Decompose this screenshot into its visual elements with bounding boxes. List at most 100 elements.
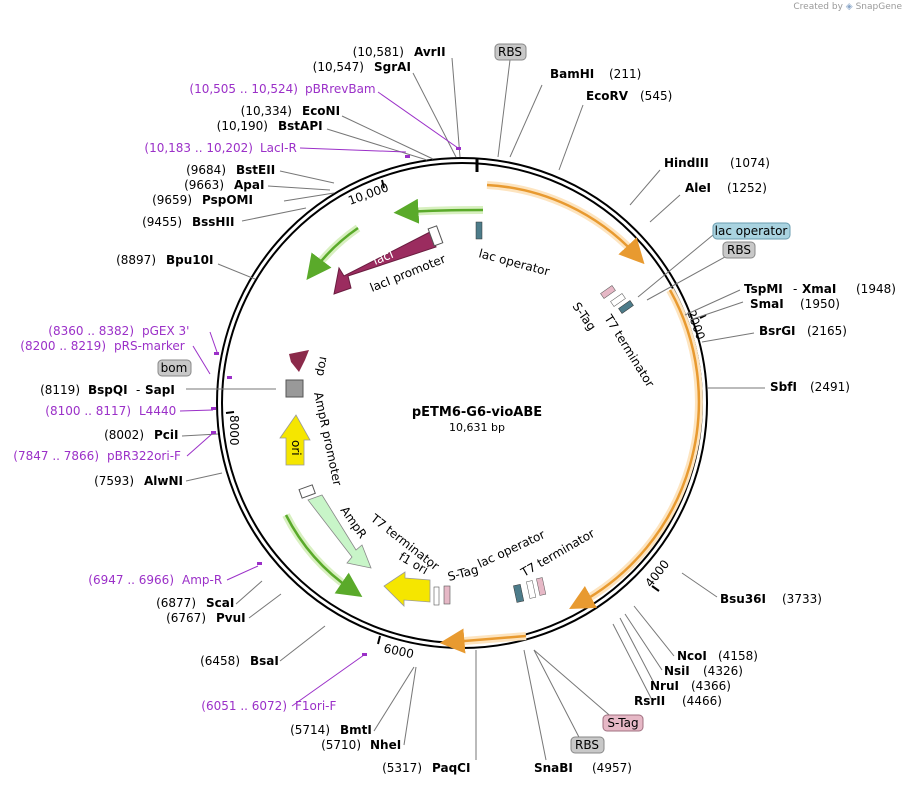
- lac-operator-top-label: lac operator: [477, 246, 551, 278]
- site-apai-pos: (9663): [184, 178, 224, 192]
- site-alei-pos: (1252): [727, 181, 767, 195]
- site-bsrgi-name: BsrGI: [759, 324, 796, 338]
- ori-arrow: [279, 414, 311, 466]
- site-snabi-name: SnaBI: [534, 761, 573, 775]
- site-pcii-name: PciI: [154, 428, 179, 442]
- site-bsu36i-name: Bsu36I: [720, 592, 766, 606]
- ampr-arrow: [307, 494, 372, 569]
- site-nrui-pos: (4366): [691, 679, 731, 693]
- site-ncoi-pos: (4158): [718, 649, 758, 663]
- site-scai-name: ScaI: [206, 596, 234, 610]
- orf-arc-left-green: [306, 226, 359, 280]
- site-paqci-name: PaqCI: [432, 761, 470, 775]
- site-bamhi-pos: (211): [609, 67, 641, 81]
- site-nrui-name: NruI: [650, 679, 679, 693]
- tick-mark-10000: [381, 179, 385, 189]
- site-bsshii-pos: (9455): [142, 215, 182, 229]
- primer-amp-r-range: (6947 .. 6966): [88, 573, 174, 587]
- site-tspmi-pos: (1948): [856, 282, 896, 296]
- site-alei-name: AleI: [685, 181, 711, 195]
- primer-prs-marker-name: pRS-marker: [114, 339, 185, 353]
- site-xmai-name: XmaI: [802, 282, 836, 296]
- site-bsu36i-pos: (3733): [782, 592, 822, 606]
- boxed-label-bom: bom: [157, 359, 192, 377]
- site-bsshii-name: BssHII: [192, 215, 234, 229]
- site-ncoi-name: NcoI: [677, 649, 707, 663]
- primer-prs-marker-range: (8200 .. 8219): [20, 339, 106, 353]
- site-bstapi-name: BstAPI: [278, 119, 323, 133]
- snapgene-logo: ◈: [845, 2, 853, 12]
- bom-label: bom: [161, 361, 188, 375]
- laci-promoter-box: [427, 225, 444, 247]
- site-pspomi-name: PspOMI: [202, 193, 253, 207]
- site-nhei-pos: (5710): [321, 738, 361, 752]
- lac-operator-right-label: lac operator: [715, 224, 788, 238]
- primer-pbr322ori-f-name: pBR322ori-F: [107, 449, 181, 463]
- primer-f1ori-f-name: F1ori-F: [295, 699, 336, 713]
- s-tag-mid-box: [443, 585, 451, 605]
- site-nsii-name: NsiI: [664, 664, 690, 678]
- site-bmti-name: BmtI: [340, 723, 372, 737]
- tick-label-6000: 6000: [382, 641, 415, 661]
- tick-mark-2000: [699, 314, 707, 319]
- tick-mark-8000: [225, 411, 235, 414]
- site-bpu10i-pos: (8897): [116, 253, 156, 267]
- laci-label: lacI: [371, 247, 396, 268]
- lac-operator-right-box: [618, 300, 634, 314]
- ori-label: ori: [289, 440, 303, 456]
- primer-pbrrevbam-range: (10,505 .. 10,524): [189, 82, 298, 96]
- orf-arc-right: [569, 289, 701, 610]
- primer-pbr322ori-f-range: (7847 .. 7866): [13, 449, 99, 463]
- primer-marks: [211, 147, 461, 656]
- s-tag-mid-terminator-box: [433, 586, 440, 606]
- site-tspmi-dash: -: [793, 282, 797, 296]
- t7-terminator-top-box: [610, 293, 626, 307]
- site-bmti-pos: (5714): [290, 723, 330, 737]
- tick-mark-6000: [377, 635, 381, 645]
- rbs-top-label: RBS: [498, 45, 522, 59]
- site-snabi-pos: (4957): [592, 761, 632, 775]
- s-tag-bottom-label: S-Tag: [607, 716, 638, 730]
- primer-pgex3-name: pGEX 3': [142, 324, 189, 338]
- site-bsai-pos: (6458): [200, 654, 240, 668]
- leader-lines: [181, 57, 765, 761]
- boxed-label-rbs-top: RBS: [494, 43, 527, 61]
- primer-laci-r-range: (10,183 .. 10,202): [144, 141, 253, 155]
- primer-leader-lines: [179, 91, 459, 707]
- tick-mark-4000: [651, 585, 660, 592]
- orf-arc-top-right-highlight: [486, 181, 639, 258]
- ampr-promoter-box: [298, 484, 316, 499]
- site-bspqi-name: BspQI: [88, 383, 128, 397]
- site-ecorv-name: EcoRV: [586, 89, 629, 103]
- site-econi-pos: (10,334): [241, 104, 292, 118]
- site-paqci-pos: (5317): [382, 761, 422, 775]
- site-bsai-name: BsaI: [250, 654, 279, 668]
- site-bsrgi-pos: (2165): [807, 324, 847, 338]
- site-tspmi-name: TspMI: [744, 282, 783, 296]
- t7-terminator-bottom-box: [526, 580, 537, 599]
- primer-l4440-name: L4440: [139, 404, 176, 418]
- boxed-label-rbs-bottom: RBS: [570, 736, 605, 754]
- site-bspqi-pos: (8119): [40, 383, 80, 397]
- lac-operator-top-box: [475, 221, 483, 240]
- primer-amp-r-name: Amp-R: [182, 573, 222, 587]
- site-apai-name: ApaI: [234, 178, 264, 192]
- f1-ori-arrow: [383, 571, 431, 607]
- rop-label: rop: [314, 355, 331, 377]
- primer-f1ori-f-range: (6051 .. 6072): [201, 699, 287, 713]
- site-hindiii-pos: (1074): [730, 156, 770, 170]
- site-bamhi-name: BamHI: [550, 67, 594, 81]
- site-bspqi-dash: -: [136, 383, 140, 397]
- site-alwni-name: AlwNI: [144, 474, 183, 488]
- s-tag-bottom-box: [536, 577, 547, 596]
- site-bsteii-name: BstEII: [236, 163, 275, 177]
- orf-arc-top-right: [486, 183, 645, 265]
- brand-name: SnapGene: [855, 2, 902, 12]
- rbs-bottom-label: RBS: [575, 738, 599, 752]
- orf-arc-bottom-green: [284, 514, 363, 598]
- snapgene-brand: Created by ◈ SnapGene: [793, 2, 902, 12]
- primer-pgex3-range: (8360 .. 8382): [48, 324, 134, 338]
- site-avrii-name: AvrII: [414, 45, 446, 59]
- site-pspomi-pos: (9659): [152, 193, 192, 207]
